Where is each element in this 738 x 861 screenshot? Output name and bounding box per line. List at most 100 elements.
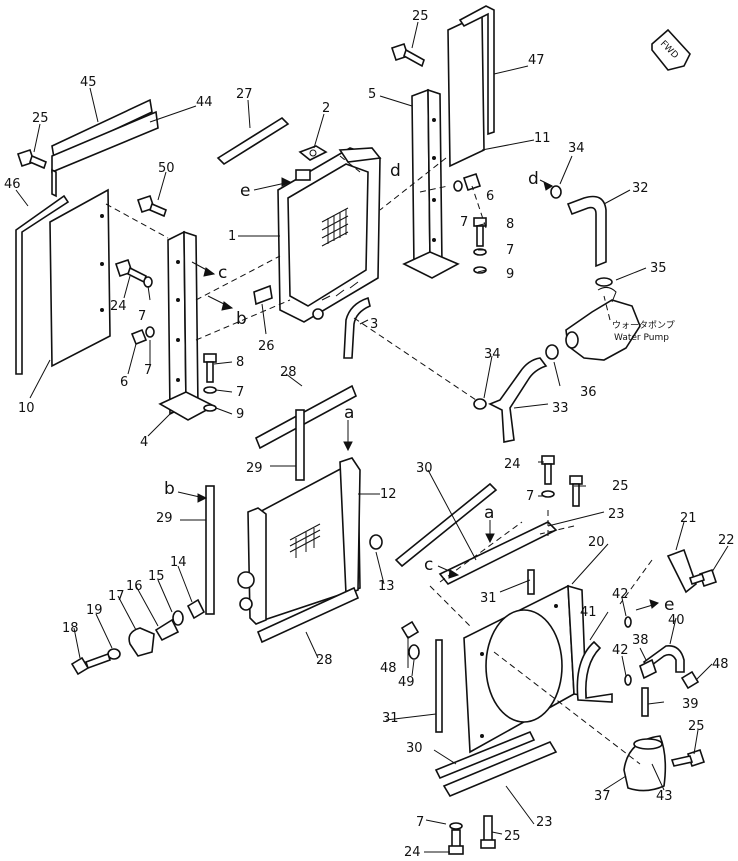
clamp-35 [595, 277, 613, 287]
callout-35: 35 [650, 261, 667, 276]
fan-shroud [463, 584, 587, 754]
callout-7b: 7 [506, 243, 514, 258]
grommet-49 [408, 644, 420, 660]
side-panel [49, 188, 111, 368]
callout-25e: 25 [504, 829, 521, 844]
bolt-25-mid [569, 475, 583, 507]
callout-47: 47 [528, 53, 545, 68]
callout-31a: 31 [480, 591, 497, 606]
oring-15 [172, 610, 184, 626]
letter-a-plate: a [484, 503, 494, 523]
letter-c-bracket: c [218, 263, 227, 283]
callout-18: 18 [62, 621, 79, 636]
letter-d-hose: d [528, 169, 539, 189]
plate-23-upper [438, 521, 558, 586]
water-pump-label-jp: ウォータポンプ [612, 320, 675, 331]
callout-9b: 9 [236, 407, 244, 422]
bracket-5 [402, 88, 460, 279]
callout-7e: 7 [236, 385, 244, 400]
seal-28-upper [254, 384, 358, 450]
callout-15: 15 [148, 569, 165, 584]
callout-45: 45 [80, 75, 97, 90]
callout-3: 3 [370, 317, 378, 332]
callout-48a: 48 [712, 657, 729, 672]
callout-36: 36 [580, 385, 597, 400]
callout-24c: 24 [404, 845, 421, 860]
connection-arrows [177, 177, 659, 611]
callout-40: 40 [668, 613, 685, 628]
callout-22: 22 [718, 533, 735, 548]
bolt-25-res [670, 748, 706, 768]
bolt-24-mid [541, 455, 555, 485]
callout-7a: 7 [460, 215, 468, 230]
radiator [277, 147, 382, 323]
clamp-34-upper [550, 185, 562, 199]
callout-23b: 23 [536, 815, 553, 830]
callout-25a: 25 [412, 9, 429, 24]
callout-43: 43 [656, 789, 673, 804]
callout-38: 38 [632, 633, 649, 648]
letter-c-plate: c [424, 555, 433, 575]
bracket-21 [666, 548, 697, 594]
seal-28-lower [256, 586, 360, 644]
callout-13: 13 [378, 579, 395, 594]
clip-48-left [400, 620, 420, 640]
leader-lines [15, 21, 729, 853]
washer-7-b [145, 326, 155, 338]
callout-23a: 23 [608, 507, 625, 522]
seal-46 [15, 194, 70, 375]
callout-7g: 7 [416, 815, 424, 830]
callout-12: 12 [380, 487, 397, 502]
bar-31-lower [435, 639, 443, 733]
callout-21: 21 [680, 511, 697, 526]
callout-24a: 24 [110, 299, 127, 314]
callout-labels: 25 47 45 44 27 2 5 11 25 46 50 1 34 32 6… [4, 9, 735, 860]
bolt-8-left [203, 353, 217, 412]
fwd-arrow: FWD [651, 28, 691, 71]
radiator-cap [298, 145, 328, 161]
callout-26: 26 [258, 339, 275, 354]
callout-28b: 28 [316, 653, 333, 668]
seal-bar-27 [216, 116, 290, 166]
callout-20: 20 [588, 535, 605, 550]
seal-26 [253, 284, 273, 306]
flange-17 [128, 627, 155, 657]
callout-9a: 9 [506, 267, 514, 282]
clamp-42-b [624, 674, 632, 686]
pipe-40 [642, 644, 685, 673]
plate-11 [447, 12, 485, 168]
callout-8b: 8 [236, 355, 244, 370]
callout-41: 41 [580, 605, 597, 620]
pin-39 [641, 687, 649, 717]
callout-11: 11 [534, 131, 551, 146]
bolt-25-bot [480, 815, 496, 849]
callout-25d: 25 [688, 719, 705, 734]
callout-44: 44 [196, 95, 213, 110]
callout-7c: 7 [138, 309, 146, 324]
callout-42b: 42 [612, 643, 629, 658]
connection-letters: d e d c b a b a c e [164, 161, 674, 615]
lower-hose-33 [488, 357, 548, 443]
callout-6a: 6 [486, 189, 494, 204]
clip-48-right [680, 670, 700, 690]
callout-37: 37 [594, 789, 611, 804]
bolt-50 [136, 194, 167, 218]
seal-29-left [205, 485, 215, 615]
callout-19: 19 [86, 603, 103, 618]
callout-29a: 29 [246, 461, 263, 476]
callout-42a: 42 [612, 587, 629, 602]
upper-hose-32 [566, 195, 607, 268]
callout-7d: 7 [144, 363, 152, 378]
hose-41 [576, 640, 613, 703]
callout-8a: 8 [506, 217, 514, 232]
callout-25c: 25 [612, 479, 629, 494]
callout-14: 14 [170, 555, 187, 570]
bracket-4 [158, 230, 216, 421]
nut-6-a [130, 328, 148, 346]
letter-b-bracket: b [236, 309, 247, 329]
callout-29b: 29 [156, 511, 173, 526]
seal-29-upper [295, 409, 305, 481]
callout-50: 50 [158, 161, 175, 176]
adapter-16 [154, 618, 180, 642]
